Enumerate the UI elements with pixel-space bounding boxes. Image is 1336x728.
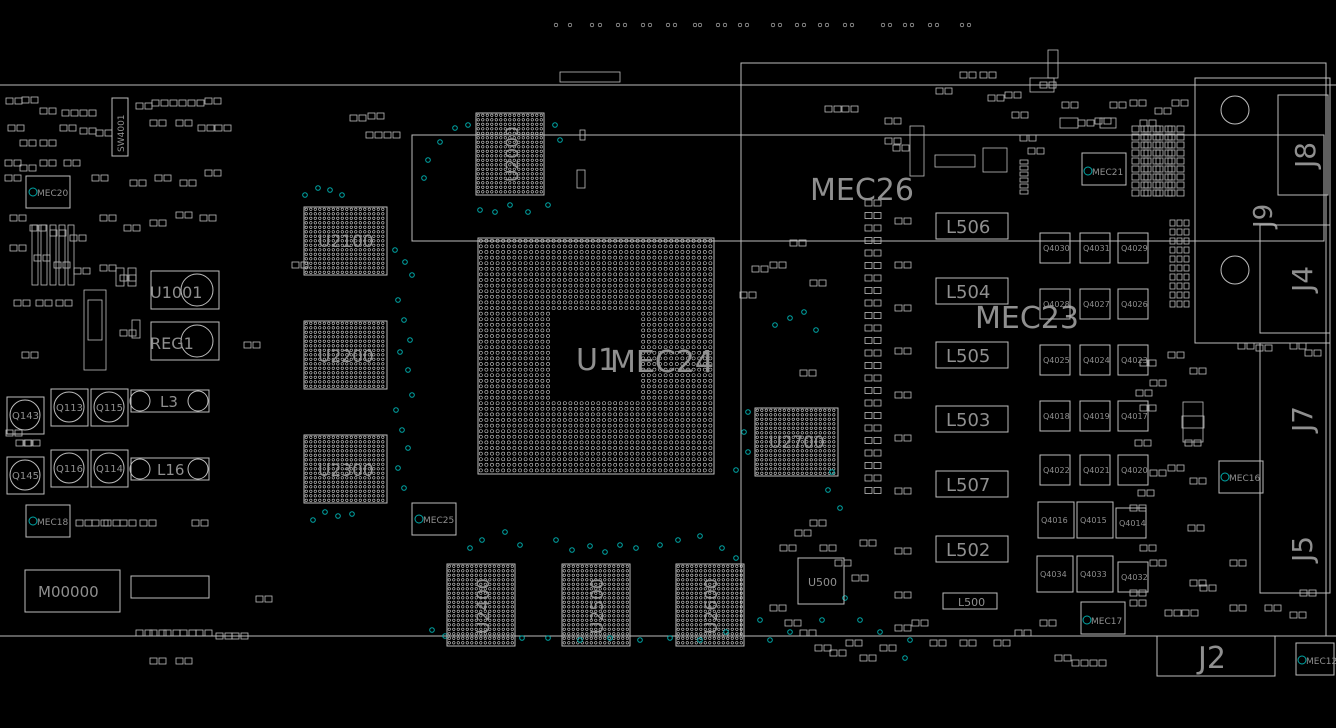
chip-u2600-outline xyxy=(675,563,745,647)
svg-text:Q145: Q145 xyxy=(12,471,39,482)
ref-u2200: U2200 xyxy=(318,347,374,367)
ref-u2700: U2700 xyxy=(769,433,825,453)
chip-u2200-outline xyxy=(303,320,388,390)
svg-text:L505: L505 xyxy=(946,346,990,367)
ref-q4034: Q4034 xyxy=(1040,570,1067,579)
ref-j7: J7 xyxy=(1286,406,1319,434)
ref-q4015: Q4015 xyxy=(1080,516,1107,525)
block-m00000 xyxy=(24,569,121,613)
ref-q4024: Q4024 xyxy=(1083,356,1110,365)
svg-text:Q143: Q143 xyxy=(12,411,39,422)
svg-text:Q114: Q114 xyxy=(96,464,123,475)
ref-q4033: Q4033 xyxy=(1080,570,1107,579)
mec-mounts-left: MEC20 MEC18 MEC25 xyxy=(25,175,457,538)
ref-j4: J4 xyxy=(1286,266,1319,294)
chip-u2000-outline xyxy=(475,112,545,196)
ref-u1001: U1001 xyxy=(150,283,202,302)
via-rings xyxy=(302,122,913,661)
svg-text:L507: L507 xyxy=(946,475,990,496)
svg-text:Q113: Q113 xyxy=(56,403,83,414)
svg-text:Q115: Q115 xyxy=(96,403,123,414)
ref-u1: U1 xyxy=(576,343,617,378)
inductor-l3-outline xyxy=(130,389,210,413)
ref-q4019: Q4019 xyxy=(1083,412,1110,421)
ref-u2000: U2000 xyxy=(503,126,523,182)
chip-u500 xyxy=(797,557,845,605)
svg-text:MEC17: MEC17 xyxy=(1091,617,1122,627)
ref-j9: J9 xyxy=(1249,204,1279,230)
ref-u2500: U2500 xyxy=(588,578,608,634)
ref-q4023: Q4023 xyxy=(1121,356,1148,365)
ref-q4018: Q4018 xyxy=(1043,412,1070,421)
chip-u2400-outline xyxy=(446,563,516,647)
switch-sw4001 xyxy=(111,97,129,157)
ref-u2600: U2600 xyxy=(702,578,722,634)
ref-q4021: Q4021 xyxy=(1083,466,1110,475)
ref-l16: L16 xyxy=(157,461,184,479)
ref-u2300: U2300 xyxy=(318,461,374,481)
chip-u2700-outline xyxy=(754,407,839,477)
ref-j5: J5 xyxy=(1286,536,1319,564)
ref-u2400: U2400 xyxy=(474,578,494,634)
inductor-l16-outline xyxy=(130,457,210,481)
svg-text:MEC20: MEC20 xyxy=(37,189,68,199)
ref-j8: J8 xyxy=(1289,142,1322,170)
svg-text:L504: L504 xyxy=(946,282,990,303)
svg-text:L502: L502 xyxy=(946,540,990,561)
chip-u2500-outline xyxy=(561,563,631,647)
svg-text:L503: L503 xyxy=(946,410,990,431)
ref-sw4001: SW4001 xyxy=(117,114,127,152)
svg-text:MEC12: MEC12 xyxy=(1306,657,1336,667)
inductors-l50x: L506 L504 L505 L503 L507 L502 L500 xyxy=(935,212,1009,610)
reg-u1001-outline xyxy=(150,270,220,310)
ref-q4026: Q4026 xyxy=(1121,300,1148,309)
ref-q4020: Q4020 xyxy=(1121,466,1148,475)
mec-mounts-right: MEC21 MEC16 MEC17 MEC12 xyxy=(1080,152,1336,676)
bga-pad-fields xyxy=(304,113,836,645)
ref-q4028: Q4028 xyxy=(1043,300,1070,309)
ref-q4029: Q4029 xyxy=(1121,244,1148,253)
ref-u500: U500 xyxy=(808,576,837,589)
ref-q4032: Q4032 xyxy=(1121,573,1148,582)
svg-text:Q116: Q116 xyxy=(56,464,83,475)
svg-text:L500: L500 xyxy=(958,596,985,609)
left-mosfets: Q143 Q113 Q115 Q145 Q116 Q114 xyxy=(6,388,129,495)
svg-text:MEC18: MEC18 xyxy=(37,518,68,528)
ref-mec24: MEC24 xyxy=(610,345,714,380)
ref-u2100: U2100 xyxy=(318,232,374,252)
ref-q4016: Q4016 xyxy=(1041,516,1068,525)
ref-q4017: Q4017 xyxy=(1121,412,1148,421)
connectors: J8 J9 J4 J7 J5 J2 xyxy=(1156,94,1331,677)
ref-q4014: Q4014 xyxy=(1119,519,1146,528)
ref-q4025: Q4025 xyxy=(1043,356,1070,365)
ref-reg1: REG1 xyxy=(150,334,194,353)
ref-q4031: Q4031 xyxy=(1083,244,1110,253)
chip-u1-outline xyxy=(477,237,715,475)
chip-u2100-outline xyxy=(303,206,388,276)
svg-text:MEC21: MEC21 xyxy=(1092,168,1123,178)
ref-q4027: Q4027 xyxy=(1083,300,1110,309)
svg-text:MEC16: MEC16 xyxy=(1229,474,1260,484)
svg-text:MEC25: MEC25 xyxy=(423,516,454,526)
chip-u2300-outline xyxy=(303,434,388,504)
ref-j2: J2 xyxy=(1196,641,1226,676)
passive-components xyxy=(4,22,1322,667)
ref-m00000: M00000 xyxy=(38,583,99,601)
ref-mec26: MEC26 xyxy=(810,173,914,208)
ref-q4030: Q4030 xyxy=(1043,244,1070,253)
svg-text:L506: L506 xyxy=(946,217,990,238)
ref-q4022: Q4022 xyxy=(1043,466,1070,475)
ref-l3: L3 xyxy=(160,393,178,411)
reg-reg1-outline xyxy=(150,321,220,361)
